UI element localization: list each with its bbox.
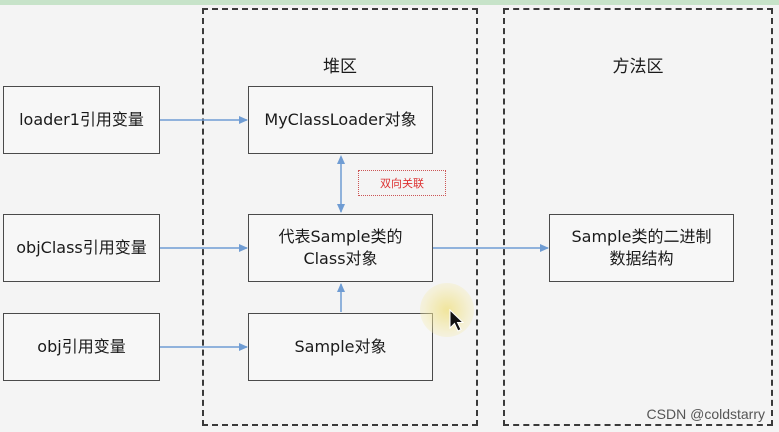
mouse-pointer-icon xyxy=(449,309,465,332)
loader1-reference-label: loader1引用变量 xyxy=(19,110,144,130)
heap-region: 堆区 xyxy=(202,8,478,426)
myclassloader-object-label: MyClassLoader对象 xyxy=(264,110,417,130)
obj-reference-label: obj引用变量 xyxy=(37,337,126,357)
method-area-title: 方法区 xyxy=(612,57,664,77)
class-object-label-line2: Class对象 xyxy=(303,249,378,268)
heap-region-title: 堆区 xyxy=(323,57,357,77)
watermark: CSDN @coldstarry xyxy=(646,406,765,422)
bidirectional-association-label: 双向关联 xyxy=(358,170,446,196)
binary-structure-box: Sample类的二进制 数据结构 xyxy=(549,214,734,282)
sample-object-box: Sample对象 xyxy=(248,313,433,381)
top-accent-bar xyxy=(0,0,779,5)
method-area-region: 方法区 xyxy=(503,8,773,426)
cursor-highlight xyxy=(420,283,474,337)
obj-reference-box: obj引用变量 xyxy=(3,313,160,381)
binary-structure-label-line1: Sample类的二进制 xyxy=(571,227,712,247)
binary-structure-label-line2: 数据结构 xyxy=(609,249,674,268)
loader1-reference-box: loader1引用变量 xyxy=(3,86,160,154)
sample-object-label: Sample对象 xyxy=(294,337,387,357)
class-object-box: 代表Sample类的 Class对象 xyxy=(248,214,433,282)
objclass-reference-box: objClass引用变量 xyxy=(3,214,160,282)
class-object-label-line1: 代表Sample类的 xyxy=(278,227,403,247)
myclassloader-object-box: MyClassLoader对象 xyxy=(248,86,433,154)
objclass-reference-label: objClass引用变量 xyxy=(16,238,147,258)
